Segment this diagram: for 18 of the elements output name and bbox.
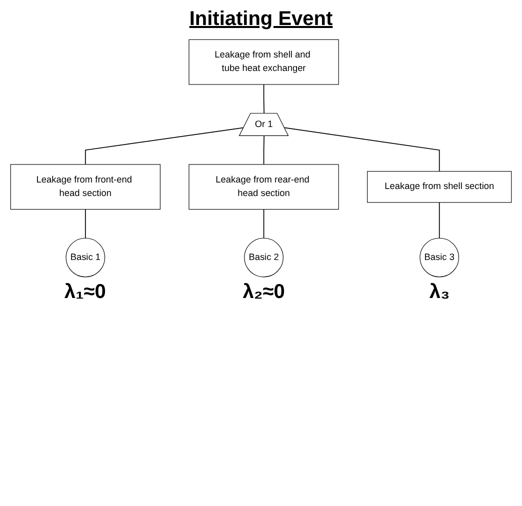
rate-label: λ₂≈0 (242, 280, 285, 304)
rate-label: λ₃ (429, 280, 450, 304)
node-circle: Basic 1 (66, 238, 106, 278)
connector (263, 136, 264, 165)
connector (84, 208, 86, 239)
connector (438, 202, 440, 239)
node-box: Leakage from shell and tube heat exchanger (188, 39, 339, 85)
node-circle: Basic 3 (420, 238, 460, 278)
node-box: Leakage from front-end head section (10, 164, 160, 210)
rate-label: λ₁≈0 (64, 280, 106, 304)
node-circle: Basic 2 (244, 238, 284, 278)
node-box: Leakage from rear-end head section (188, 164, 339, 210)
node-box: Leakage from shell section (367, 171, 512, 203)
connector (263, 84, 264, 114)
connector (84, 127, 244, 165)
connector (284, 127, 440, 172)
connector (263, 208, 264, 239)
title: Initiating Event (188, 8, 334, 31)
